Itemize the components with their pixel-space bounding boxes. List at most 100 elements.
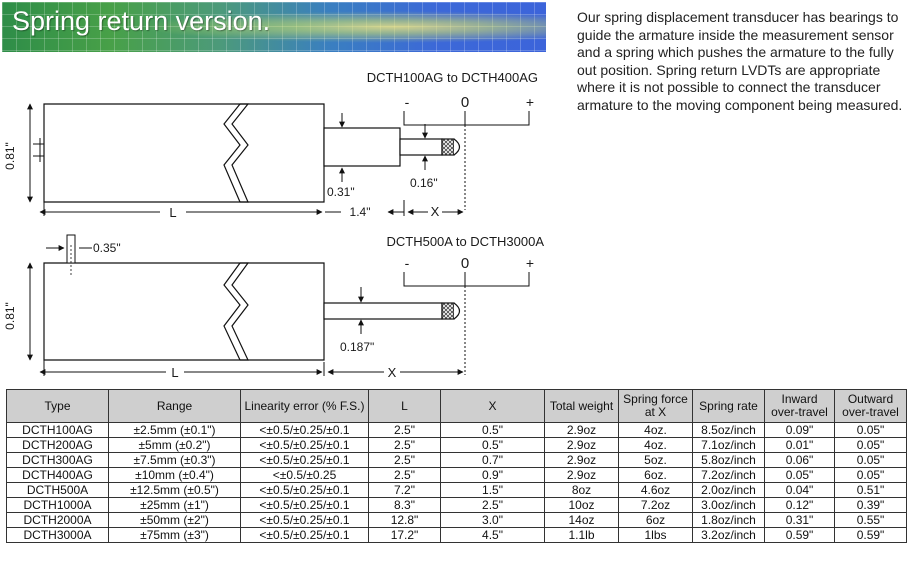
- cell-inward-overtravel: 0.06": [764, 452, 835, 468]
- cell-range: ±50mm (±2"): [108, 512, 241, 528]
- dim-tip-diameter: 0.16": [410, 176, 438, 190]
- cell-spring-force: 4oz.: [618, 437, 693, 453]
- table-row: DCTH300AG ±7.5mm (±0.3") <±0.5/±0.25/±0.…: [6, 452, 907, 468]
- cell-spring-rate: 1.8oz/inch: [692, 512, 765, 528]
- cell-outward-overtravel: 0.39": [834, 497, 907, 513]
- cell-range: ±12.5mm (±0.5"): [108, 482, 241, 498]
- cell-inward-overtravel: 0.05": [764, 467, 835, 483]
- dimensions-top: 0.81" 0.31" 0.16" L 1.4" X: [3, 103, 464, 220]
- cell-outward-overtravel: 0.59": [834, 527, 907, 543]
- cell-spring-rate: 8.5oz/inch: [692, 422, 765, 438]
- cell-l: 12.8": [368, 512, 441, 528]
- cell-type: DCTH100AG: [6, 422, 109, 438]
- scale-plus-label: +: [526, 255, 534, 271]
- page-title: Spring return version.: [12, 6, 271, 36]
- cell-outward-overtravel: 0.05": [834, 452, 907, 468]
- cell-linearity: <±0.5/±0.25/±0.1: [240, 512, 369, 528]
- caption-bottom: DCTH500A to DCTH3000A: [386, 234, 544, 249]
- product-description: Our spring displacement transducer has b…: [577, 9, 903, 113]
- cell-spring-force: 7.2oz: [618, 497, 693, 513]
- cell-outward-overtravel: 0.05": [834, 437, 907, 453]
- table-row: DCTH2000A ±50mm (±2") <±0.5/±0.25/±0.1 1…: [6, 512, 907, 528]
- cell-inward-overtravel: 0.04": [764, 482, 835, 498]
- dim-height-top: 0.81": [3, 142, 17, 170]
- dim-length-bottom: L: [171, 365, 178, 380]
- cell-linearity: <±0.5/±0.25/±0.1: [240, 452, 369, 468]
- cell-range: ±75mm (±3"): [108, 527, 241, 543]
- cell-inward-overtravel: 0.01": [764, 437, 835, 453]
- dim-travel-top: X: [431, 204, 440, 219]
- cell-spring-force: 5oz.: [618, 452, 693, 468]
- cell-weight: 2.9oz: [544, 437, 619, 453]
- drawing-bottom: DCTH500A to DCTH3000A - 0 + 0.35": [3, 234, 544, 380]
- column-header-x: X: [440, 389, 545, 423]
- column-header-weight: Total weight: [544, 389, 619, 423]
- cell-outward-overtravel: 0.05": [834, 422, 907, 438]
- scale-plus-label: +: [526, 94, 534, 110]
- cell-type: DCTH2000A: [6, 512, 109, 528]
- table-row: DCTH500A ±12.5mm (±0.5") <±0.5/±0.25/±0.…: [6, 482, 907, 498]
- cell-weight: 14oz: [544, 512, 619, 528]
- cell-x: 4.5": [440, 527, 545, 543]
- cell-weight: 10oz: [544, 497, 619, 513]
- cell-linearity: <±0.5/±0.25/±0.1: [240, 482, 369, 498]
- cell-weight: 2.9oz: [544, 422, 619, 438]
- cell-inward-overtravel: 0.12": [764, 497, 835, 513]
- caption-top: DCTH100AG to DCTH400AG: [367, 70, 538, 85]
- scale-top: - 0 +: [403, 94, 534, 210]
- column-header-outward-overtravel: Outward over-travel: [834, 389, 907, 423]
- table-row: DCTH3000A ±75mm (±3") <±0.5/±0.25/±0.1 1…: [6, 527, 907, 543]
- cell-type: DCTH3000A: [6, 527, 109, 543]
- dim-height-bottom: 0.81": [3, 302, 17, 330]
- cell-l: 2.5": [368, 437, 441, 453]
- cell-weight: 1.1lb: [544, 527, 619, 543]
- cell-linearity: <±0.5/±0.25/±0.1: [240, 437, 369, 453]
- cell-linearity: <±0.5/±0.25: [240, 467, 369, 483]
- column-header-spring-rate: Spring rate: [692, 389, 765, 423]
- cell-linearity: <±0.5/±0.25/±0.1: [240, 497, 369, 513]
- dimension-drawings: DCTH100AG to DCTH400AG - 0 +: [3, 70, 544, 380]
- dim-travel-bottom: X: [388, 365, 397, 380]
- cell-weight: 2.9oz: [544, 452, 619, 468]
- cell-x: 0.5": [440, 437, 545, 453]
- transducer-body-top: [33, 103, 461, 203]
- cell-l: 2.5": [368, 467, 441, 483]
- cell-x: 2.5": [440, 497, 545, 513]
- cell-linearity: <±0.5/±0.25/±0.1: [240, 422, 369, 438]
- cell-x: 3.0": [440, 512, 545, 528]
- dim-stub-diameter: 0.31": [327, 185, 355, 199]
- cell-inward-overtravel: 0.59": [764, 527, 835, 543]
- cell-spring-force: 4oz.: [618, 422, 693, 438]
- dim-stub-length: 1.4": [350, 205, 371, 219]
- cell-inward-overtravel: 0.09": [764, 422, 835, 438]
- cell-type: DCTH200AG: [6, 437, 109, 453]
- scale-bottom: - 0 +: [403, 255, 534, 375]
- cell-range: ±10mm (±0.4"): [108, 467, 241, 483]
- cell-outward-overtravel: 0.51": [834, 482, 907, 498]
- cell-range: ±7.5mm (±0.3"): [108, 452, 241, 468]
- column-header-linearity: Linearity error (% F.S.): [240, 389, 369, 423]
- cell-x: 0.7": [440, 452, 545, 468]
- cell-outward-overtravel: 0.05": [834, 467, 907, 483]
- cell-spring-rate: 7.2oz/inch: [692, 467, 765, 483]
- cell-l: 2.5": [368, 422, 441, 438]
- cell-l: 2.5": [368, 452, 441, 468]
- dimensions-bottom: 0.35" 0.81" 0.187" L X: [3, 241, 464, 380]
- dim-length-top: L: [169, 205, 176, 220]
- table-row: DCTH200AG ±5mm (±0.2") <±0.5/±0.25/±0.1 …: [6, 437, 907, 453]
- cell-inward-overtravel: 0.31": [764, 512, 835, 528]
- cell-spring-rate: 7.1oz/inch: [692, 437, 765, 453]
- transducer-body-bottom: [43, 234, 461, 361]
- column-header-l: L: [368, 389, 441, 423]
- cell-spring-force: 1lbs: [618, 527, 693, 543]
- cell-outward-overtravel: 0.55": [834, 512, 907, 528]
- column-header-inward-overtravel: Inward over-travel: [764, 389, 835, 423]
- scale-zero-label: 0: [461, 94, 469, 111]
- cell-range: ±25mm (±1"): [108, 497, 241, 513]
- table-header: Type Range Linearity error (% F.S.) L X …: [6, 389, 907, 423]
- cell-l: 8.3": [368, 497, 441, 513]
- cell-l: 7.2": [368, 482, 441, 498]
- cell-type: DCTH1000A: [6, 497, 109, 513]
- title-banner: Spring return version.: [2, 2, 546, 52]
- specifications-table: Type Range Linearity error (% F.S.) L X …: [6, 389, 907, 543]
